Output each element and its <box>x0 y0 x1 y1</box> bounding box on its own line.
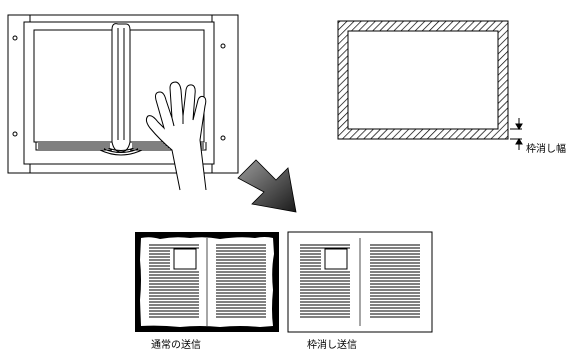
frame-erase-width-label: 枠消し幅 <box>526 144 566 155</box>
normal-send-output <box>135 232 279 332</box>
frame-erase-send-output <box>287 231 433 333</box>
screw-icon <box>12 131 18 137</box>
screw-icon <box>220 43 226 49</box>
scanner-illustration <box>7 14 239 191</box>
flow-arrow-icon <box>237 159 297 213</box>
hand-pressing-book <box>145 81 207 191</box>
normal-send-label: 通常の送信 <box>151 340 201 351</box>
frame-erase-area <box>337 20 509 140</box>
frame-erase-send-label: 枠消し送信 <box>307 340 357 351</box>
frame-width-marker <box>510 118 523 150</box>
screw-icon <box>12 35 18 41</box>
open-book <box>33 23 207 156</box>
screw-icon <box>220 135 226 141</box>
